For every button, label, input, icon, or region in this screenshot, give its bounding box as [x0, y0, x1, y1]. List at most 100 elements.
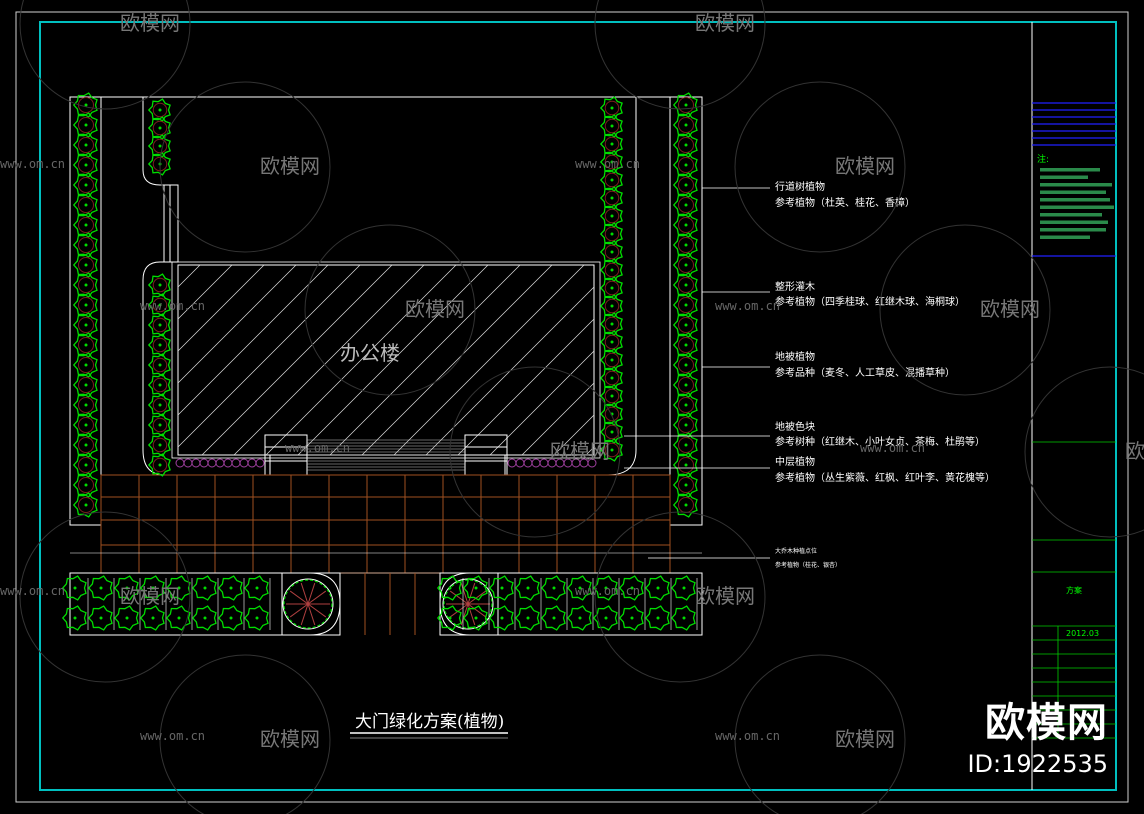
- tree-symbol: [672, 152, 698, 178]
- tree-symbol: [147, 373, 171, 397]
- tree-symbol: [72, 332, 98, 358]
- watermark-ring: [19, 0, 191, 110]
- note-line: [1040, 183, 1112, 187]
- groundcover-dot: [255, 458, 265, 468]
- annotation-title-0: 行道树植物: [775, 180, 825, 193]
- left-planting-strip: [69, 96, 102, 526]
- tree-symbol: [72, 132, 98, 158]
- tree-symbol: [72, 492, 98, 518]
- tree-symbol: [672, 112, 698, 138]
- groundcover-dot: [539, 458, 549, 468]
- brand-watermark-repeat: 欧模网: [835, 727, 895, 751]
- url-watermark: www.om.cn: [140, 299, 205, 313]
- watermark-ring: [159, 81, 331, 253]
- tree-symbol: [147, 293, 171, 317]
- tree-symbol: [644, 575, 670, 601]
- tree-symbol: [599, 420, 623, 444]
- tree-symbol: [566, 575, 592, 601]
- hatch-line: [201, 265, 393, 455]
- tree-symbol: [113, 575, 139, 601]
- hatch-line: [489, 350, 594, 455]
- hatch-line: [553, 414, 594, 455]
- building-label: 办公楼: [340, 341, 400, 365]
- tree-symbol: [72, 312, 98, 338]
- tree-symbol: [165, 575, 191, 601]
- tree-symbol: [147, 353, 171, 377]
- tree-symbol: [599, 348, 623, 372]
- watermark-ring: [19, 511, 191, 683]
- note-line: [1040, 175, 1088, 179]
- tree-symbol: [599, 114, 623, 138]
- tree-symbol: [672, 292, 698, 318]
- tree-symbol: [72, 152, 98, 178]
- watermark-ring: [304, 224, 476, 396]
- tree-symbol: [672, 212, 698, 238]
- tree-symbol: [672, 392, 698, 418]
- annotation-detail-5: 参考植物（桂花、银杏）: [775, 561, 841, 569]
- hatch-line: [393, 265, 585, 455]
- hatch-line: [425, 286, 594, 455]
- building-hatch: [178, 265, 594, 455]
- feature-tree-planter-right: [439, 572, 499, 636]
- hatch-line: [233, 265, 425, 455]
- brand-watermark: 欧模网: [985, 700, 1108, 746]
- tree-symbol: [599, 240, 623, 264]
- tree-symbol: [147, 433, 171, 457]
- tree-symbol: [72, 472, 98, 498]
- tree-symbol: [147, 116, 171, 140]
- hatch-line: [297, 265, 489, 455]
- tree-symbol: [243, 605, 269, 631]
- note-line: [1040, 205, 1114, 209]
- titleblock-header-lines: [1032, 102, 1116, 257]
- tree-symbol: [670, 575, 696, 601]
- brand-watermark-repeat: 欧模网: [695, 11, 755, 35]
- tree-symbol: [72, 272, 98, 298]
- tree-symbol: [672, 432, 698, 458]
- tree-symbol: [72, 232, 98, 258]
- annotation-detail-4: 参考植物（丛生紫薇、红枫、红叶李、黄花槐等）: [775, 471, 995, 484]
- annotation-title-5: 大乔木种植点位: [775, 547, 817, 555]
- tree-symbol: [672, 92, 698, 118]
- tree-symbol: [72, 432, 98, 458]
- tree-symbol: [147, 413, 171, 437]
- groundcover-dot: [231, 458, 241, 468]
- annotation-title-1: 整形灌木: [775, 280, 815, 293]
- tree-symbol: [147, 333, 171, 357]
- tree-symbol: [672, 412, 698, 438]
- feature-trees: [282, 578, 494, 630]
- note-line: [1040, 198, 1110, 202]
- tree-symbol: [599, 312, 623, 336]
- titleblock-note-label: 注:: [1037, 153, 1049, 165]
- annotation-title-4: 中层植物: [775, 455, 815, 468]
- titleblock-notes: [1040, 168, 1114, 239]
- tree-symbol: [592, 575, 618, 601]
- url-watermark: www.om.cn: [715, 299, 780, 313]
- tree-symbol: [540, 575, 566, 601]
- annotation-detail-2: 参考品种（麦冬、人工草皮、混播草种）: [775, 366, 955, 379]
- tree-symbol: [599, 222, 623, 246]
- url-watermark: www.om.cn: [860, 441, 925, 455]
- tree-symbol: [672, 272, 698, 298]
- drawing-title: 大门绿化方案(植物): [355, 712, 504, 732]
- tree-symbol: [488, 575, 514, 601]
- brand-id: ID:1922535: [967, 750, 1108, 778]
- brand-watermark-repeat: 欧模网: [980, 297, 1040, 321]
- annotation-title-3: 地被色块: [775, 420, 815, 433]
- brand-watermark-repeat: 欧模网: [835, 154, 895, 178]
- street-tree-rows: [72, 92, 698, 518]
- tree-symbol: [488, 605, 514, 631]
- annotation-title-2: 地被植物: [775, 350, 815, 363]
- groundcover-dot: [223, 458, 233, 468]
- tree-symbol: [72, 452, 98, 478]
- tree-symbol: [592, 605, 618, 631]
- tree-symbol: [514, 605, 540, 631]
- watermark-ring: [1024, 366, 1144, 538]
- watermark-ring: [734, 81, 906, 253]
- tree-symbol: [599, 150, 623, 174]
- tree-symbol: [672, 132, 698, 158]
- groundcover-blocks: [175, 458, 597, 468]
- tree-symbol: [599, 330, 623, 354]
- titleblock-project: 方案: [1066, 585, 1082, 595]
